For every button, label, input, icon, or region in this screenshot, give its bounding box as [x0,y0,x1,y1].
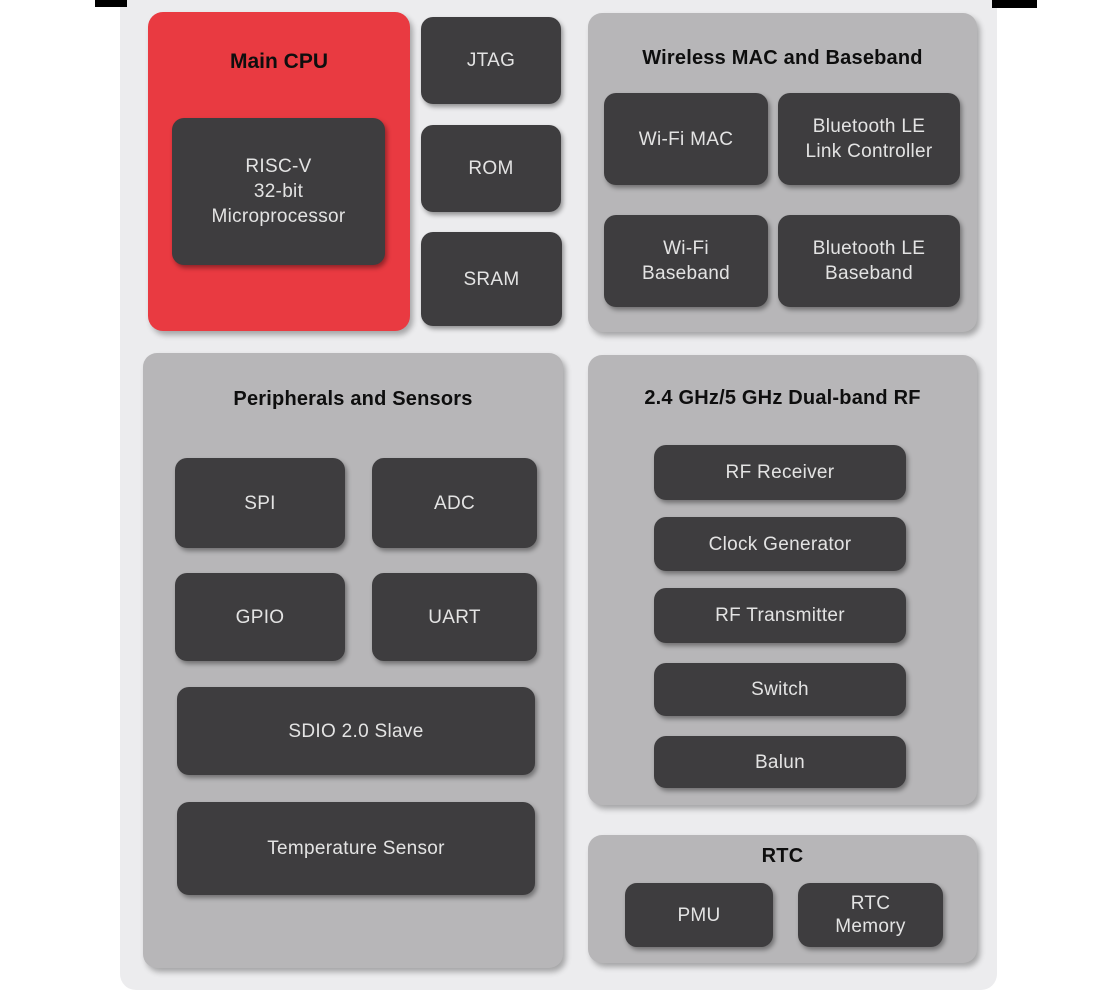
rf-section-title: 2.4 GHz/5 GHz Dual-band RF [644,387,921,409]
rf-receiver-label: RF Receiver [725,462,835,483]
riscv-core-label: RISC-V 32-bit Microprocessor [211,156,346,227]
clock-generator-block: Clock Generator [654,517,906,571]
jtag-label: JTAG [466,50,516,71]
sram-label: SRAM [463,268,520,290]
adc-block: ADC [372,458,537,548]
top-left-capture-mark [95,0,127,7]
uart-label: UART [428,606,481,628]
sdio-slave-block: SDIO 2.0 Slave [177,687,535,775]
rf-receiver-block: RF Receiver [654,445,906,500]
adc-label: ADC [433,492,475,514]
bluetooth-le-baseband-block: Bluetooth LE Baseband [778,215,960,307]
main-cpu-section: Main CPU RISC-V 32-bit Microprocessor [148,12,410,331]
rf-transmitter-label: RF Transmitter [715,605,845,626]
rtc-memory-label: RTC Memory [835,893,906,937]
bluetooth-le-link-controller-label: Bluetooth LE Link Controller [805,116,933,162]
uart-block: UART [372,573,537,661]
gpio-label: GPIO [235,606,285,628]
wireless-mac-baseband-section: Wireless MAC and Baseband Wi-Fi MAC Blue… [588,13,977,332]
switch-block: Switch [654,663,906,716]
jtag-block: JTAG [421,17,561,104]
balun-block: Balun [654,736,906,788]
bluetooth-le-baseband-label: Bluetooth LE Baseband [812,238,926,284]
spi-block: SPI [175,458,345,548]
rtc-section: RTC PMU RTC Memory [588,835,977,963]
switch-label: Switch [751,679,809,700]
spi-label: SPI [244,492,276,514]
clock-generator-label: Clock Generator [708,533,852,555]
rom-block: ROM [421,125,561,212]
peripherals-sensors-section: Peripherals and Sensors SPI ADC GPIO UAR… [143,353,563,968]
sdio-slave-label: SDIO 2.0 Slave [288,720,424,742]
main-cpu-title: Main CPU [229,50,328,73]
rom-label: ROM [468,158,514,179]
bluetooth-le-link-controller-block: Bluetooth LE Link Controller [778,93,960,185]
wireless-section-title: Wireless MAC and Baseband [642,47,923,69]
top-right-capture-mark [992,0,1037,8]
dual-band-rf-section: 2.4 GHz/5 GHz Dual-band RF RF Receiver C… [588,355,977,805]
rtc-memory-block: RTC Memory [798,883,943,947]
rtc-section-title: RTC [761,845,804,867]
riscv-core-block: RISC-V 32-bit Microprocessor [172,118,385,265]
wifi-mac-block: Wi-Fi MAC [604,93,768,185]
sram-block: SRAM [421,232,562,326]
temperature-sensor-label: Temperature Sensor [267,838,445,859]
peripherals-section-title: Peripherals and Sensors [233,388,473,410]
gpio-block: GPIO [175,573,345,661]
pmu-label: PMU [677,904,721,926]
temperature-sensor-block: Temperature Sensor [177,802,535,895]
wifi-baseband-block: Wi-Fi Baseband [604,215,768,307]
balun-label: Balun [754,751,806,773]
rf-transmitter-block: RF Transmitter [654,588,906,643]
wifi-baseband-label: Wi-Fi Baseband [642,238,730,284]
wifi-mac-label: Wi-Fi MAC [638,128,734,150]
pmu-block: PMU [625,883,773,947]
